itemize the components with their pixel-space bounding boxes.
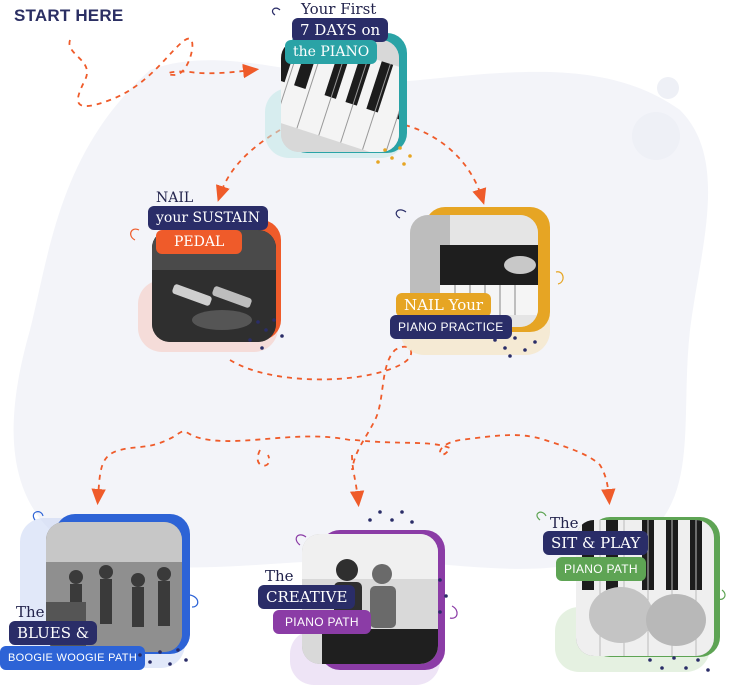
seven-days-line1: Your First <box>301 0 377 18</box>
arrow-to-blues <box>91 430 351 506</box>
arrow-seven-to-practice <box>404 124 487 205</box>
arrow-merge-down <box>229 345 413 471</box>
sit-play-line3: PIANO PATH <box>556 557 646 581</box>
arrow-to-sit-play <box>354 434 616 506</box>
blues-line1: The <box>16 603 45 621</box>
seven-days-line2: 7 DAYS on <box>292 18 389 42</box>
arrow-to-creative <box>349 454 365 508</box>
sustain-line3: PEDAL <box>156 230 243 254</box>
blues-line2: BLUES & <box>9 621 98 645</box>
arrow-loop-left <box>256 449 271 467</box>
arrow-seven-to-sustain <box>216 129 281 202</box>
seven-days-line3: the PIANO <box>285 40 378 64</box>
card-sit-play[interactable] <box>550 512 728 682</box>
blues-line3: BOOGIE WOOGIE PATH <box>0 646 146 670</box>
creative-line2: CREATIVE <box>258 585 356 609</box>
sit-play-line2: SIT & PLAY <box>543 531 649 555</box>
practice-line2: PIANO PRACTICE <box>390 315 512 339</box>
sit-play-line1: The <box>550 514 579 532</box>
creative-line3: PIANO PATH <box>273 610 371 634</box>
practice-line1: NAIL Your <box>396 293 492 317</box>
creative-line1: The <box>265 567 294 585</box>
sustain-line2: your SUSTAIN <box>148 206 268 230</box>
start-here-label: START HERE <box>14 6 124 25</box>
sustain-line1: NAIL <box>156 190 194 206</box>
